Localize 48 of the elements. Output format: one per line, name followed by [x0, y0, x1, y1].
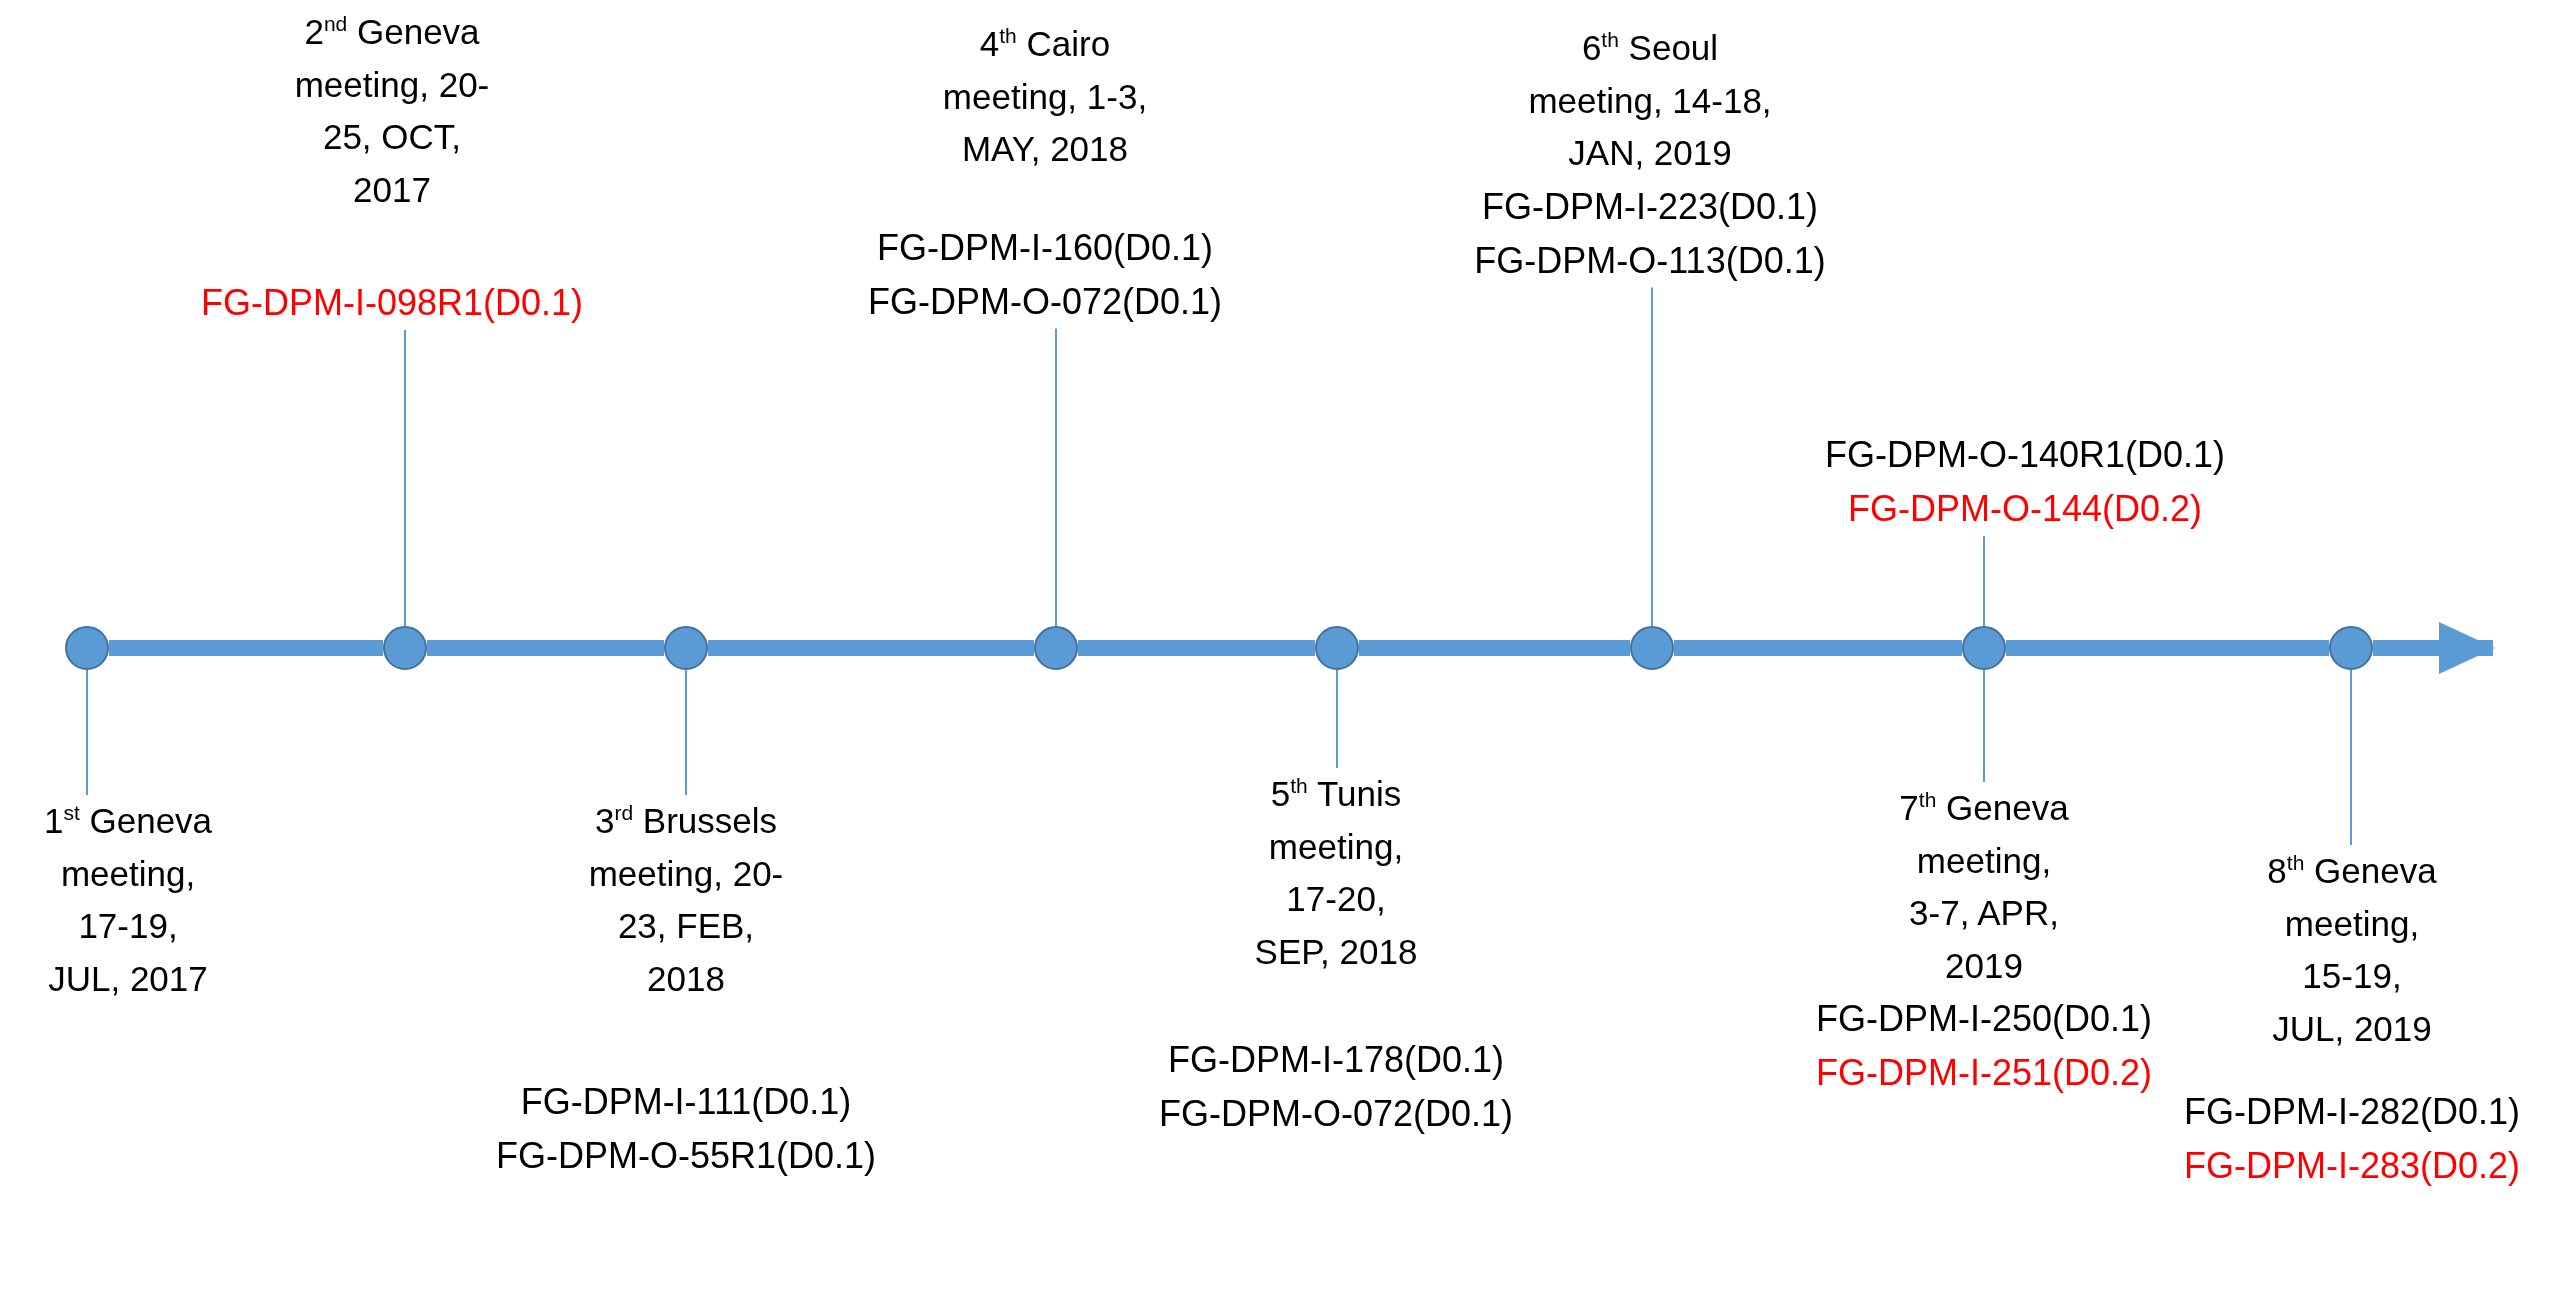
document-id: FG-DPM-O-144(D0.2) — [1847, 487, 2202, 531]
document-id: FG-DPM-O-113(D0.1) — [1474, 238, 1826, 283]
timeline-marker — [65, 626, 109, 670]
leader-line — [685, 669, 687, 796]
timeline-segment — [2006, 640, 2329, 656]
document-id: FG-DPM-I-160(D0.1) — [877, 225, 1213, 270]
document-id: FG-DPM-I-283(D0.2) — [2184, 1144, 2520, 1188]
document-id: FG-DPM-O-55R1(D0.1) — [496, 1134, 876, 1178]
timeline-segment — [109, 640, 383, 656]
document-id: FG-DPM-I-282(D0.1) — [2184, 1090, 2520, 1134]
leader-line — [86, 669, 88, 796]
document-id: FG-DPM-I-098R1(D0.1) — [200, 281, 584, 325]
leader-line — [1983, 535, 1985, 627]
timeline-marker — [2329, 626, 2373, 670]
document-id: FG-DPM-I-111(D0.1) — [520, 1080, 852, 1124]
timeline-segment — [1674, 640, 1962, 656]
timeline-arrow — [2373, 622, 2495, 674]
meeting-label: 2$^{nd}$ Geneva meeting, 20-25, OCT, 2017 — [294, 11, 490, 211]
timeline-marker — [664, 626, 708, 670]
leader-line — [2350, 669, 2352, 846]
leader-line — [1651, 286, 1653, 627]
timeline-segment — [427, 640, 664, 656]
timeline-marker — [1962, 626, 2006, 670]
document-id: FG-DPM-O-072(D0.1) — [1159, 1092, 1513, 1136]
document-id: FG-DPM-O-140R1(D0.1) — [1824, 433, 2226, 477]
meeting-label: 4$^{th}$ Cairo meeting, 1-3, MAY, 2018 — [941, 23, 1149, 170]
meeting-label: 6$^{th}$ Seoul meeting, 14-18, JAN, 2019 — [1527, 27, 1773, 174]
meeting-label: 7$^{th}$ Geneva meeting, 3-7, APR, 2019 — [1898, 787, 2070, 987]
timeline-segment — [1078, 640, 1315, 656]
meeting-label: 8$^{th}$ Geneva meeting, 15-19, JUL, 2019 — [2266, 850, 2438, 1050]
leader-line — [1336, 669, 1338, 769]
document-id: FG-DPM-O-072(D0.1) — [868, 279, 1222, 324]
meeting-label: 3$^{rd}$ Brussels meeting, 20-23, FEB, 2018 — [587, 800, 785, 1000]
leader-line — [1055, 327, 1057, 627]
timeline-marker — [1630, 626, 1674, 670]
leader-line — [404, 329, 406, 627]
timeline-marker — [1034, 626, 1078, 670]
document-id: FG-DPM-I-223(D0.1) — [1481, 184, 1818, 229]
meeting-label: 1$^{st}$ Geneva meeting, 17-19, JUL, 2017 — [42, 800, 214, 1000]
timeline-marker — [383, 626, 427, 670]
leader-line — [1983, 669, 1985, 783]
document-id: FG-DPM-I-178(D0.1) — [1168, 1038, 1504, 1082]
timeline-marker — [1315, 626, 1359, 670]
meeting-label: 5$^{th}$ Tunis meeting, 17-20, SEP, 2018 — [1253, 773, 1419, 973]
timeline-segment — [708, 640, 1034, 656]
document-id: FG-DPM-I-250(D0.1) — [1816, 997, 2152, 1041]
document-id: FG-DPM-I-251(D0.2) — [1816, 1051, 2152, 1095]
timeline-segment — [1359, 640, 1630, 656]
